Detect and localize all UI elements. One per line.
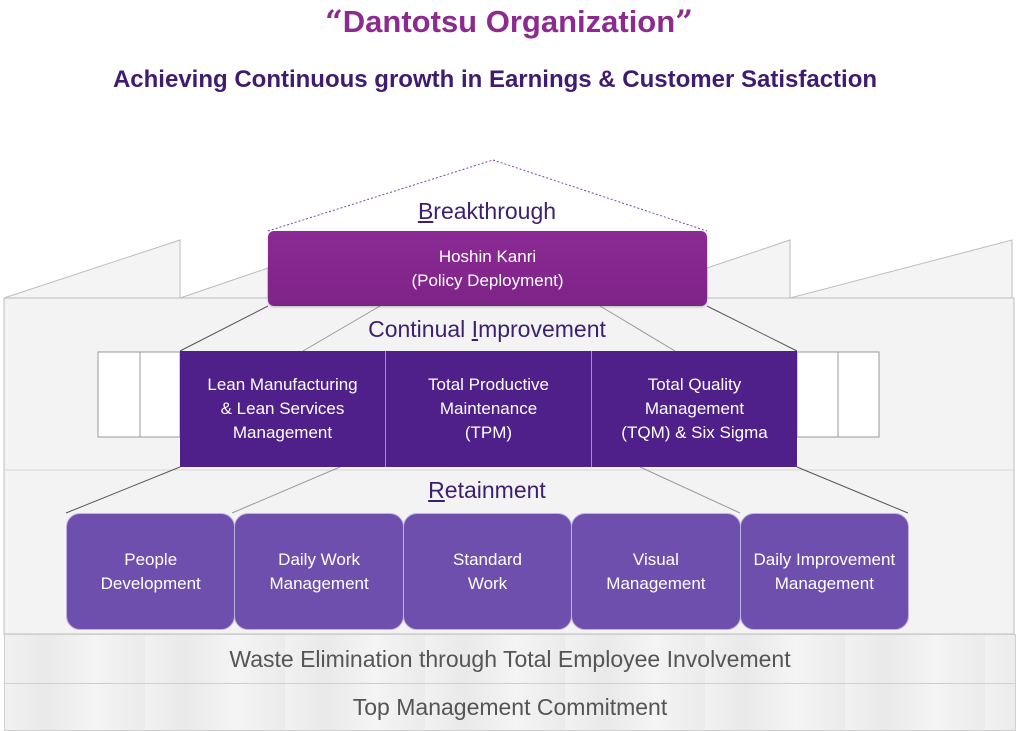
pillar-tqm: Total Quality Management (TQM) & Six Sig…	[592, 351, 797, 467]
retainment-initial: R	[428, 477, 445, 503]
block-line: Daily Work	[278, 549, 361, 569]
breakthrough-rest: reakthrough	[433, 198, 557, 224]
pillar-line: & Lean Services	[220, 399, 345, 418]
perspective-line	[796, 466, 909, 514]
right-roof-sawtooth	[706, 239, 1013, 307]
pillar-lean: Lean Manufacturing & Lean Services Manag…	[180, 351, 386, 467]
left-roof-sawtooth	[3, 239, 269, 307]
perspective-line	[65, 466, 181, 514]
block-line: Daily Improvement	[753, 549, 896, 569]
perspective-line	[231, 466, 341, 514]
block-line: Standard	[453, 549, 523, 569]
pillar-line: Management	[644, 399, 745, 418]
block-line: Management	[606, 573, 706, 593]
breakthrough-initial: B	[417, 198, 434, 224]
perspective-line	[639, 466, 741, 514]
block-line: Work	[467, 573, 508, 593]
retainment-rest: etainment	[444, 477, 546, 503]
retainment-blocks: People Development Daily Work Management…	[66, 513, 910, 630]
improvement-pillars: Lean Manufacturing & Lean Services Manag…	[180, 351, 797, 467]
block-line: Visual	[632, 549, 679, 569]
waste-elimination-band: Waste Elimination through Total Employee…	[4, 634, 1016, 684]
improvement-pre: Continual	[368, 316, 472, 342]
block-line: People	[124, 549, 178, 569]
page-title: “Dantotsu Organization”	[0, 4, 1018, 40]
retainment-label: Retainment	[0, 477, 974, 504]
hoshin-kanri-box: Hoshin Kanri (Policy Deployment)	[268, 231, 707, 306]
pillar-line: (TPM)	[464, 423, 513, 442]
hoshin-line1: Hoshin Kanri	[438, 246, 537, 266]
pillar-line: Total Productive	[428, 375, 549, 394]
title-text: Dantotsu Organization	[342, 4, 676, 39]
continual-improvement-label: Continual Improvement	[0, 316, 974, 343]
perspective-line	[599, 305, 676, 352]
improvement-initial: I	[471, 316, 479, 342]
pillar-line: Maintenance	[439, 399, 538, 418]
block-visual-management: Visual Management	[571, 513, 741, 630]
breakthrough-label: Breakthrough	[0, 198, 974, 225]
perspective-line	[302, 305, 381, 352]
pillar-tpm: Total Productive Maintenance (TPM)	[386, 351, 592, 467]
perspective-line	[179, 305, 269, 352]
page-subtitle: Achieving Continuous growth in Earnings …	[112, 66, 878, 93]
block-line: Management	[774, 573, 874, 593]
title-open-quote: “	[324, 4, 343, 40]
title-close-quote: ”	[675, 4, 694, 40]
left-window	[97, 351, 181, 438]
block-line: Management	[269, 573, 369, 593]
block-daily-work-management: Daily Work Management	[234, 513, 404, 630]
perspective-line	[706, 305, 798, 352]
top-management-commitment-band: Top Management Commitment	[4, 683, 1016, 731]
block-standard-work: Standard Work	[402, 513, 573, 630]
pillar-line: (TQM) & Six Sigma	[621, 423, 768, 442]
improvement-rest: mprovement	[478, 316, 606, 342]
block-line: Development	[100, 573, 201, 593]
hoshin-line2: (Policy Deployment)	[411, 270, 564, 290]
block-people-development: People Development	[66, 513, 236, 630]
pillar-line: Management	[232, 423, 333, 442]
pillar-line: Lean Manufacturing	[207, 375, 358, 394]
pillar-line: Total Quality	[647, 375, 742, 394]
block-daily-improvement-management: Daily Improvement Management	[739, 513, 910, 630]
